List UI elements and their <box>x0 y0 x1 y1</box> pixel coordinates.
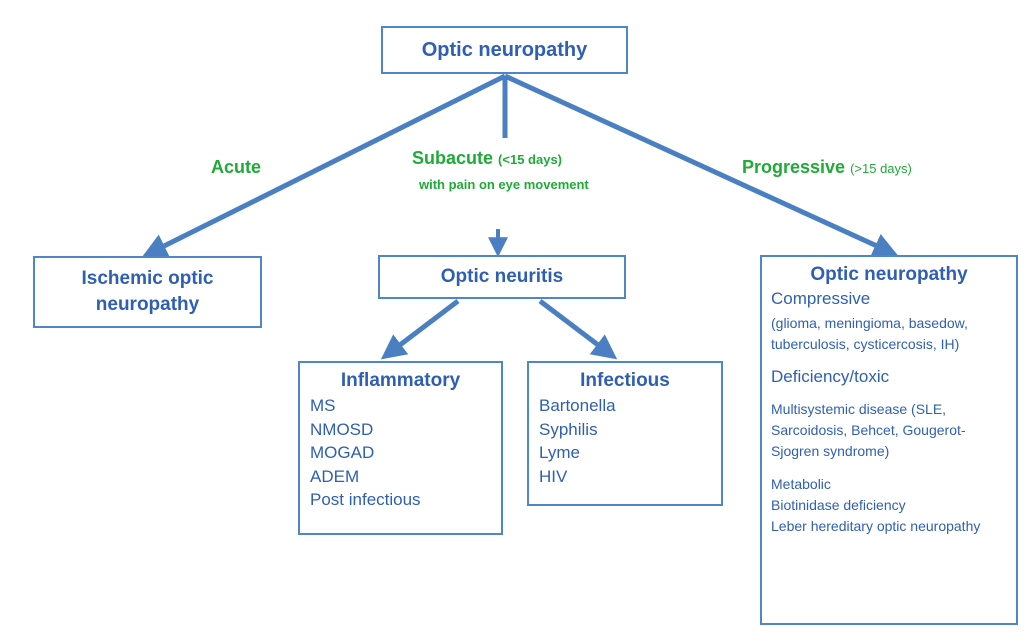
list-item: Post infectious <box>310 490 421 509</box>
root-node: Optic neuropathy <box>381 26 628 74</box>
progressive-title: Optic neuropathy <box>810 264 968 285</box>
subacute-qualifier: (<15 days) <box>498 152 562 167</box>
optic-neuritis-node: Optic neuritis <box>378 255 626 299</box>
list-item: ADEM <box>310 466 360 486</box>
list-item: Syphilis <box>539 419 598 439</box>
ischemic-node: Ischemic optic neuropathy <box>33 256 262 328</box>
progressive-qualifier: (>15 days) <box>850 161 912 176</box>
list-item: MOGAD <box>310 443 375 462</box>
inflammatory-list: MS NMOSD MOGAD ADEM Post infectious <box>300 394 501 512</box>
compressive-label: Compressive <box>771 289 871 308</box>
list-item: Leber hereditary optic neuropathy <box>771 518 981 534</box>
list-item: Biotinidase deficiency <box>771 497 906 513</box>
branch-progressive-label: Progressive (>15 days) <box>742 157 912 178</box>
arrow-to-ischemic <box>141 73 507 258</box>
branch-subacute-label: Subacute (<15 days) <box>412 148 562 169</box>
subacute-label-text: Subacute <box>412 148 494 168</box>
deficiency-label: Deficiency/toxic <box>771 367 890 386</box>
root-title: Optic neuropathy <box>421 39 588 61</box>
list-item: NMOSD <box>310 419 374 439</box>
list-item: MS <box>310 396 336 415</box>
list-item: Bartonella <box>539 396 616 415</box>
branch-acute-label: Acute <box>211 157 262 177</box>
infectious-list: Bartonella Syphilis Lyme HIV <box>529 394 721 488</box>
arrow-to-infectious <box>538 299 618 360</box>
arrow-to-progressive <box>503 73 899 257</box>
progressive-label-text: Progressive <box>742 157 846 177</box>
progressive-node: Optic neuropathy Compressive (glioma, me… <box>760 255 1018 625</box>
infectious-title: Infectious <box>580 370 670 391</box>
inflammatory-title: Inflammatory <box>340 370 461 391</box>
ischemic-title: Ischemic optic neuropathy <box>81 268 214 315</box>
arrow-to-inflammatory <box>380 299 460 360</box>
multisystemic-text: Multisystemic disease (SLE, Sarcoidosis,… <box>771 401 966 459</box>
list-item: HIV <box>539 466 568 486</box>
list-item: Lyme <box>539 443 580 462</box>
infectious-node: Infectious Bartonella Syphilis Lyme HIV <box>527 361 723 506</box>
optic-neuritis-title: Optic neuritis <box>440 266 564 287</box>
inflammatory-node: Inflammatory MS NMOSD MOGAD ADEM Post in… <box>298 361 503 535</box>
metabolic-list: Metabolic Biotinidase deficiency Leber h… <box>762 474 1016 537</box>
subacute-note: with pain on eye movement <box>419 177 589 192</box>
list-item: Metabolic <box>771 476 831 492</box>
compressive-detail: (glioma, meningioma, basedow, tuberculos… <box>771 315 968 352</box>
